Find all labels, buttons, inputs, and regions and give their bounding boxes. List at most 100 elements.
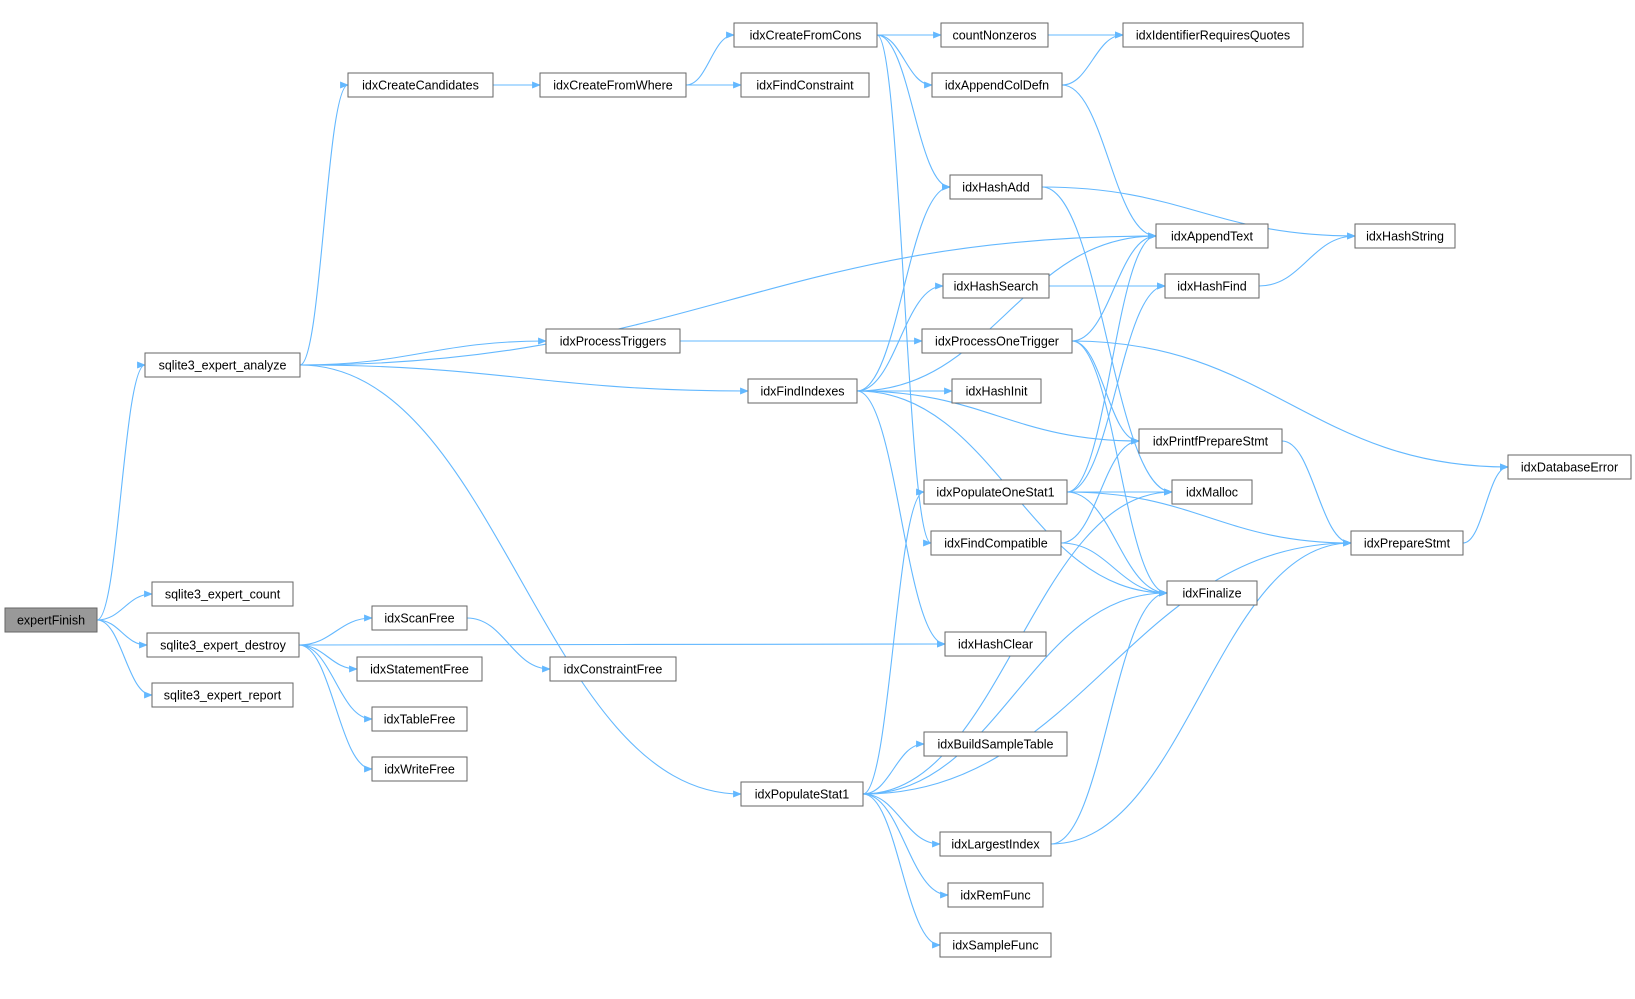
edge-idxProcessOneTrigger-to-idxAppendText <box>1071 232 1157 342</box>
edge-sqlite3_expert_destroy-to-idxScanFree <box>298 614 373 646</box>
node-label-idxCreateFromCons: idxCreateFromCons <box>750 29 862 43</box>
node-idxProcessOneTrigger[interactable]: idxProcessOneTrigger <box>921 328 1073 354</box>
node-idxAppendText[interactable]: idxAppendText <box>1155 223 1269 249</box>
node-idxCreateFromWhere[interactable]: idxCreateFromWhere <box>539 72 687 98</box>
node-box-idxHashString[interactable] <box>1354 223 1456 249</box>
node-idxFinalize[interactable]: idxFinalize <box>1166 580 1258 606</box>
node-label-idxTableFree: idxTableFree <box>384 713 456 727</box>
node-label-idxFindCompatible: idxFindCompatible <box>944 537 1048 551</box>
node-idxPrintfPrepareStmt[interactable]: idxPrintfPrepareStmt <box>1138 428 1283 454</box>
node-box-idxSampleFunc[interactable] <box>939 932 1052 958</box>
edge-idxHashAdd-to-idxHashString <box>1041 186 1356 240</box>
edge-idxLargestIndex-to-idxFinalize <box>1050 589 1168 845</box>
node-idxCreateFromCons[interactable]: idxCreateFromCons <box>733 22 878 48</box>
node-box-expertFinish[interactable] <box>4 607 98 633</box>
node-idxPopulateStat1[interactable]: idxPopulateStat1 <box>740 781 864 807</box>
node-box-idxCreateCandidates[interactable] <box>347 72 494 98</box>
node-idxHashInit[interactable]: idxHashInit <box>951 378 1042 404</box>
node-box-idxFinalize[interactable] <box>1166 580 1258 606</box>
node-box-idxCreateFromCons[interactable] <box>733 22 878 48</box>
node-idxRemFunc[interactable]: idxRemFunc <box>947 882 1044 908</box>
node-box-idxProcessTriggers[interactable] <box>545 328 681 354</box>
node-box-sqlite3_expert_analyze[interactable] <box>144 352 301 378</box>
node-label-sqlite3_expert_analyze: sqlite3_expert_analyze <box>159 359 287 373</box>
edge-idxCreateFromWhere-to-idxCreateFromCons <box>685 31 735 86</box>
node-box-idxScanFree[interactable] <box>371 605 468 631</box>
node-label-idxScanFree: idxScanFree <box>384 612 454 626</box>
node-box-idxHashAdd[interactable] <box>949 174 1043 200</box>
edge-idxPopulateOneStat1-to-idxHashFind <box>1066 282 1166 493</box>
node-box-idxWriteFree[interactable] <box>371 756 468 782</box>
node-box-idxStatementFree[interactable] <box>356 656 483 682</box>
node-box-idxMalloc[interactable] <box>1171 479 1253 505</box>
node-idxCreateCandidates[interactable]: idxCreateCandidates <box>347 72 494 98</box>
node-box-idxFindCompatible[interactable] <box>930 530 1062 556</box>
node-sqlite3_expert_count[interactable]: sqlite3_expert_count <box>151 581 294 607</box>
node-box-sqlite3_expert_destroy[interactable] <box>146 632 300 658</box>
node-box-idxPrepareStmt[interactable] <box>1350 530 1464 556</box>
node-box-idxHashFind[interactable] <box>1164 273 1260 299</box>
node-idxIdentifierRequiresQuotes[interactable]: idxIdentifierRequiresQuotes <box>1122 22 1304 48</box>
node-idxHashString[interactable]: idxHashString <box>1354 223 1456 249</box>
node-box-idxConstraintFree[interactable] <box>549 656 677 682</box>
node-idxMalloc[interactable]: idxMalloc <box>1171 479 1253 505</box>
edge-sqlite3_expert_analyze-to-idxAppendText <box>299 232 1157 366</box>
node-idxDatabaseError[interactable]: idxDatabaseError <box>1507 454 1632 480</box>
node-idxPrepareStmt[interactable]: idxPrepareStmt <box>1350 530 1464 556</box>
node-idxBuildSampleTable[interactable]: idxBuildSampleTable <box>923 731 1068 757</box>
node-idxSampleFunc[interactable]: idxSampleFunc <box>939 932 1052 958</box>
node-label-expertFinish: expertFinish <box>17 614 85 628</box>
node-idxHashFind[interactable]: idxHashFind <box>1164 273 1260 299</box>
node-idxScanFree[interactable]: idxScanFree <box>371 605 468 631</box>
node-idxFindConstraint[interactable]: idxFindConstraint <box>740 72 870 98</box>
node-box-idxPopulateStat1[interactable] <box>740 781 864 807</box>
node-idxLargestIndex[interactable]: idxLargestIndex <box>939 831 1052 857</box>
node-idxFindCompatible[interactable]: idxFindCompatible <box>930 530 1062 556</box>
node-box-idxProcessOneTrigger[interactable] <box>921 328 1073 354</box>
node-box-idxRemFunc[interactable] <box>947 882 1044 908</box>
node-label-idxPopulateOneStat1: idxPopulateOneStat1 <box>936 486 1054 500</box>
node-box-idxPopulateOneStat1[interactable] <box>923 479 1068 505</box>
node-box-idxFindIndexes[interactable] <box>747 378 858 404</box>
edge-idxHashAdd-to-idxMalloc <box>1041 186 1173 496</box>
node-expertFinish[interactable]: expertFinish <box>4 607 98 633</box>
node-box-idxHashClear[interactable] <box>944 631 1047 657</box>
node-idxTableFree[interactable]: idxTableFree <box>371 706 468 732</box>
node-idxHashClear[interactable]: idxHashClear <box>944 631 1047 657</box>
node-box-idxTableFree[interactable] <box>371 706 468 732</box>
node-box-idxIdentifierRequiresQuotes[interactable] <box>1122 22 1304 48</box>
node-idxWriteFree[interactable]: idxWriteFree <box>371 756 468 782</box>
edge-sqlite3_expert_analyze-to-idxCreateCandidates <box>299 81 349 366</box>
node-countNonzeros[interactable]: countNonzeros <box>940 22 1049 48</box>
node-idxStatementFree[interactable]: idxStatementFree <box>356 656 483 682</box>
node-idxPopulateOneStat1[interactable]: idxPopulateOneStat1 <box>923 479 1068 505</box>
node-idxProcessTriggers[interactable]: idxProcessTriggers <box>545 328 681 354</box>
node-box-idxAppendColDefn[interactable] <box>931 72 1063 98</box>
node-box-idxBuildSampleTable[interactable] <box>923 731 1068 757</box>
edge-idxFindIndexes-to-idxAppendText <box>856 232 1157 392</box>
node-idxConstraintFree[interactable]: idxConstraintFree <box>549 656 677 682</box>
node-sqlite3_expert_report[interactable]: sqlite3_expert_report <box>151 682 294 708</box>
node-box-idxDatabaseError[interactable] <box>1507 454 1632 480</box>
node-box-countNonzeros[interactable] <box>940 22 1049 48</box>
edge-sqlite3_expert_destroy-to-idxHashClear <box>298 640 946 648</box>
node-box-idxLargestIndex[interactable] <box>939 831 1052 857</box>
node-idxFindIndexes[interactable]: idxFindIndexes <box>747 378 858 404</box>
node-box-sqlite3_expert_count[interactable] <box>151 581 294 607</box>
edge-idxAppendColDefn-to-idxAppendText <box>1061 84 1157 240</box>
node-label-idxMalloc: idxMalloc <box>1186 486 1238 500</box>
edge-idxScanFree-to-idxConstraintFree <box>466 617 551 673</box>
node-box-idxAppendText[interactable] <box>1155 223 1269 249</box>
node-idxAppendColDefn[interactable]: idxAppendColDefn <box>931 72 1063 98</box>
node-sqlite3_expert_analyze[interactable]: sqlite3_expert_analyze <box>144 352 301 378</box>
node-box-idxPrintfPrepareStmt[interactable] <box>1138 428 1283 454</box>
node-idxHashSearch[interactable]: idxHashSearch <box>942 273 1050 299</box>
edge-sqlite3_expert_analyze-to-idxFindIndexes <box>299 364 749 395</box>
node-box-idxHashInit[interactable] <box>951 378 1042 404</box>
node-box-idxFindConstraint[interactable] <box>740 72 870 98</box>
node-box-idxCreateFromWhere[interactable] <box>539 72 687 98</box>
node-idxHashAdd[interactable]: idxHashAdd <box>949 174 1043 200</box>
node-box-sqlite3_expert_report[interactable] <box>151 682 294 708</box>
node-sqlite3_expert_destroy[interactable]: sqlite3_expert_destroy <box>146 632 300 658</box>
node-box-idxHashSearch[interactable] <box>942 273 1050 299</box>
